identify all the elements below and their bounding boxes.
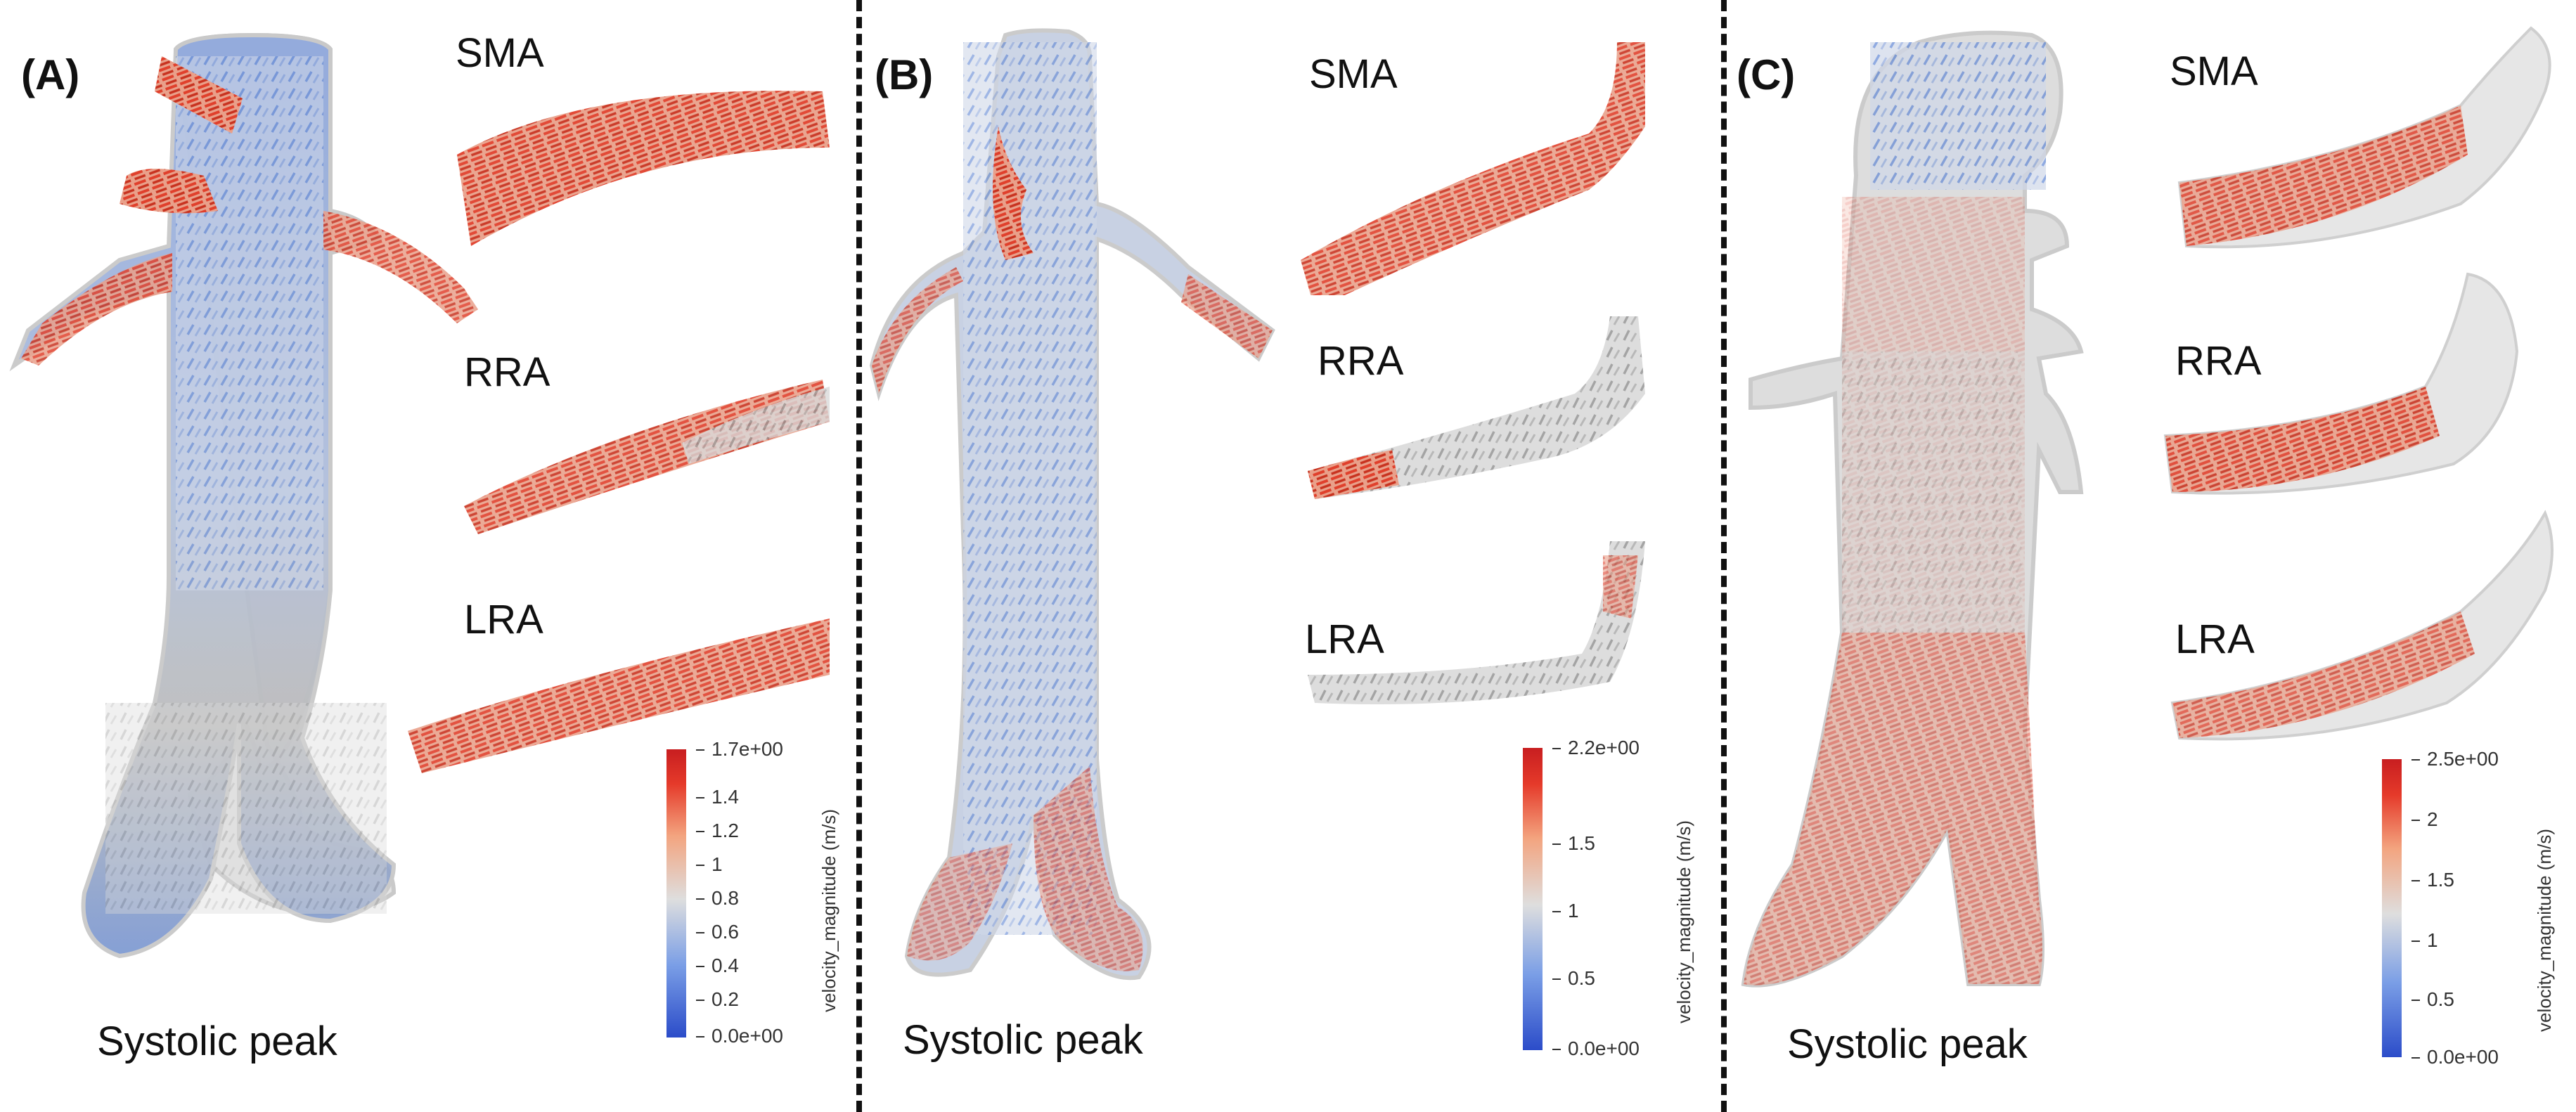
colorbar-gradient xyxy=(1523,748,1543,1050)
divider-right xyxy=(1721,0,1727,1112)
aorta-model-a xyxy=(9,32,478,959)
panel-label: (B) xyxy=(875,51,934,98)
rra-streamline-b xyxy=(1308,316,1645,499)
colorbar-tick: 0.5 xyxy=(1552,967,1595,989)
colorbar-tick: 0.4 xyxy=(696,955,739,976)
colorbar-title: velocity_magnitude (m/s) xyxy=(2534,829,2555,1032)
vessel-label-lra: LRA xyxy=(2175,616,2255,662)
colorbar-tick: 1 xyxy=(2411,929,2438,951)
vessel-label-rra: RRA xyxy=(1318,338,1404,384)
colorbar-min-label: 0.0e+00 xyxy=(1552,1037,1640,1059)
colorbar-max-label: 2.5e+00 xyxy=(2411,748,2499,770)
colorbar-tick: 1.4 xyxy=(696,786,739,808)
vessel-label-sma: SMA xyxy=(1309,51,1398,97)
sma-streamline-b xyxy=(1301,42,1645,295)
colorbar-min-label: 0.0e+00 xyxy=(696,1025,783,1047)
caption: Systolic peak xyxy=(97,1019,337,1064)
vessel-label-rra: RRA xyxy=(2175,338,2262,384)
vessel-label-rra: RRA xyxy=(464,349,550,395)
panel-label: (C) xyxy=(1737,51,1796,98)
colorbar-tick: 1.2 xyxy=(696,820,739,841)
caption: Systolic peak xyxy=(1787,1021,2028,1067)
divider-left xyxy=(856,0,862,1112)
sma-streamline-a xyxy=(457,91,830,246)
aorta-model-b xyxy=(869,28,1275,981)
rra-streamline-a xyxy=(464,380,830,534)
colorbar-tick: 1 xyxy=(696,853,723,875)
rra-streamline-c xyxy=(2163,272,2519,495)
colorbar-tick: 1.5 xyxy=(1552,832,1595,854)
colorbar-min-label: 0.0e+00 xyxy=(2411,1046,2499,1068)
colorbar-tick: 1.5 xyxy=(2411,869,2454,891)
colorbar-tick: 0.8 xyxy=(696,887,739,909)
colorbar-tick: 1 xyxy=(1552,900,1579,922)
vessel-label-sma: SMA xyxy=(2170,49,2258,94)
lra-streamline-b xyxy=(1308,541,1645,704)
lra-streamline-a xyxy=(408,619,830,773)
colorbar-gradient xyxy=(666,749,686,1037)
vessel-label-sma: SMA xyxy=(456,30,544,76)
colorbar-max-label: 1.7e+00 xyxy=(696,738,783,760)
caption: Systolic peak xyxy=(903,1017,1143,1063)
colorbar-title: velocity_magnitude (m/s) xyxy=(818,809,839,1012)
colorbar-tick: 0.6 xyxy=(696,921,739,943)
vessel-label-lra: LRA xyxy=(1305,616,1384,662)
panel-label: (A) xyxy=(21,51,80,98)
lra-streamline-c xyxy=(2170,510,2554,741)
colorbar-title: velocity_magnitude (m/s) xyxy=(1673,820,1694,1023)
colorbar-tick: 0.5 xyxy=(2411,988,2454,1010)
colorbar-tick: 2 xyxy=(2411,808,2438,830)
sma-streamline-c xyxy=(2177,26,2551,249)
colorbar-tick: 0.2 xyxy=(696,988,739,1010)
colorbar-gradient xyxy=(2382,759,2402,1057)
vessel-label-lra: LRA xyxy=(464,597,543,642)
colorbar-max-label: 2.2e+00 xyxy=(1552,737,1640,758)
aorta-model-c xyxy=(1741,30,2084,988)
